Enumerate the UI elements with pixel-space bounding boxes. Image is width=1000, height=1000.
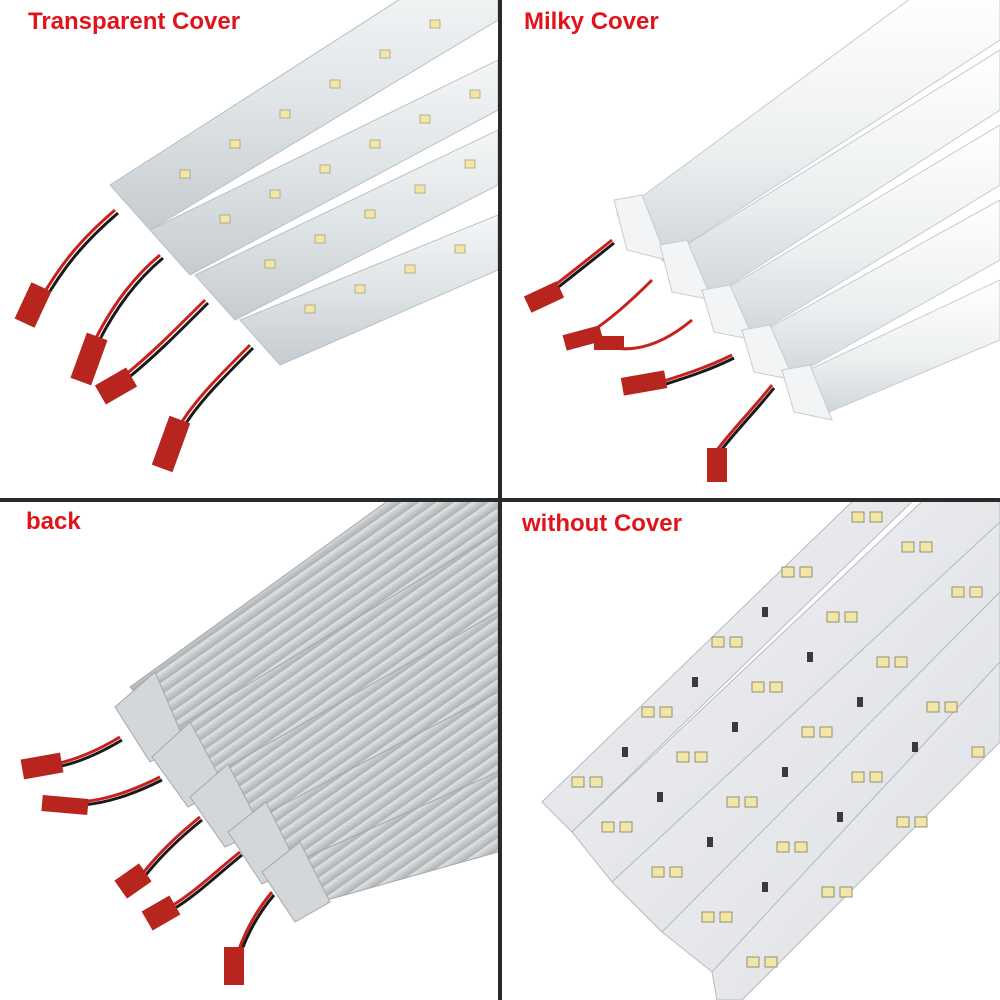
led-chips-transparent: [179, 19, 481, 314]
aluminium-profiles: [129, 502, 498, 903]
milky-cover-photo: [523, 0, 1000, 482]
wires-transparent: [38, 208, 255, 429]
panel-transparent-cover: Transparent Cover: [0, 0, 498, 498]
end-caps-milky: [613, 194, 833, 421]
wires-back: [54, 735, 276, 956]
connectors-back: [20, 752, 244, 985]
panel-milky-cover: Milky Cover: [502, 0, 1000, 498]
back-photo: [20, 502, 498, 985]
panel-back: back: [0, 502, 498, 1000]
horizontal-divider: [0, 498, 1000, 502]
without-cover-photo: [541, 502, 1000, 1000]
end-caps-back: [114, 671, 331, 923]
pcb-strips: [541, 502, 1000, 1000]
transparent-cover-photo: [14, 0, 498, 473]
led-chips-pcb: [571, 511, 985, 968]
light-bar-milky: [616, 0, 1000, 416]
light-bar-transparent: [109, 0, 498, 366]
panel-without-cover: without Cover: [502, 502, 1000, 1000]
connectors-milky: [523, 281, 727, 482]
connectors-transparent: [14, 282, 191, 473]
resistors-pcb: [622, 607, 918, 892]
